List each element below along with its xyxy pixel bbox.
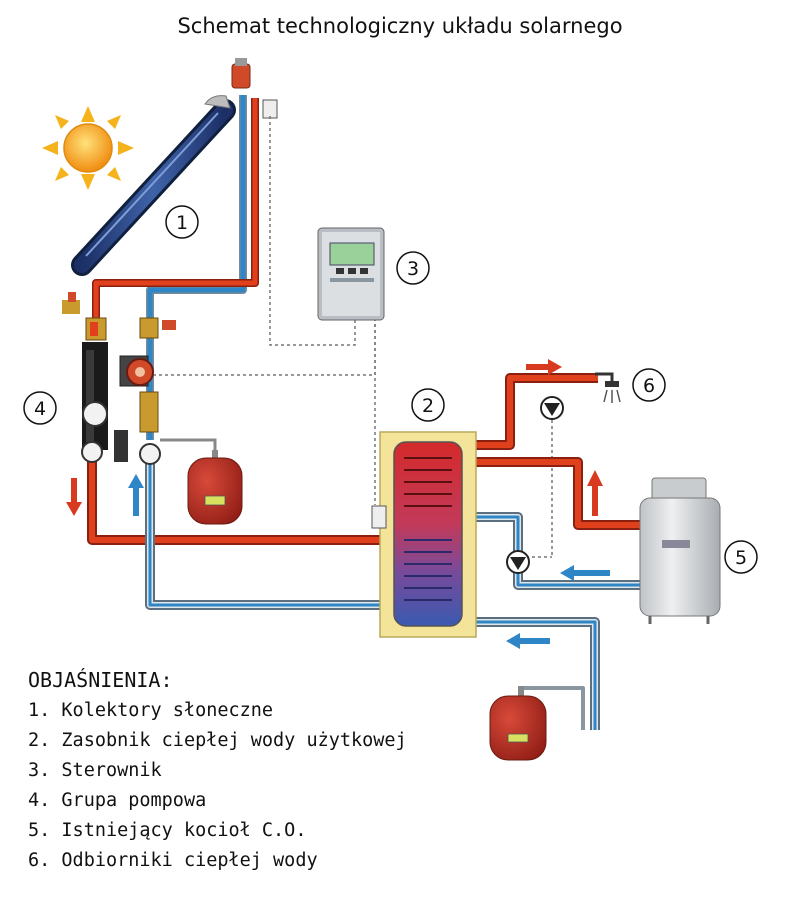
legend-item-label: Kolektory słoneczne [61, 700, 274, 721]
legend-item: 5. Istniejący kocioł C.O. [28, 816, 548, 846]
legend-item-label: Odbiorniki ciepłej wody [61, 850, 318, 871]
legend-item-number: 4. [28, 790, 51, 811]
callout-number: 5 [735, 547, 747, 569]
legend-item-label: Zasobnik ciepłej wody użytkowej [61, 730, 407, 751]
callout-number: 1 [176, 212, 188, 234]
legend-item: 6. Odbiorniki ciepłej wody [28, 846, 548, 876]
expansion-vessel-icon [187, 450, 243, 525]
expansion-vessel-icon [489, 686, 547, 761]
callout-number: 3 [407, 258, 419, 280]
legend-item-label: Istniejący kocioł C.O. [61, 820, 307, 841]
legend-item: 1. Kolektory słoneczne [28, 696, 548, 726]
arrow-up-icon [587, 470, 603, 516]
legend-heading: OBJAŚNIENIA: [28, 668, 173, 692]
arrow-up-icon [128, 474, 144, 516]
legend-item-label: Sterownik [61, 760, 162, 781]
diagram-title: Schemat technologiczny układu solarnego [177, 14, 623, 38]
boiler-icon [639, 477, 721, 624]
legend-item-number: 6. [28, 850, 51, 871]
legend-item: 2. Zasobnik ciepłej wody użytkowej [28, 726, 548, 756]
legend-item-number: 5. [28, 820, 51, 841]
callout-number: 2 [422, 395, 434, 417]
callout-4: 4 [23, 391, 57, 425]
pump-group-icon [62, 292, 217, 465]
legend-item-number: 3. [28, 760, 51, 781]
callout-1: 1 [165, 205, 199, 239]
callout-number: 6 [643, 375, 655, 397]
callout-3: 3 [396, 251, 430, 285]
callout-6: 6 [632, 368, 666, 402]
flow-arrows [66, 359, 610, 649]
callout-2: 2 [411, 388, 445, 422]
solar-collector-icon [71, 58, 278, 276]
arrow-left-icon [506, 633, 550, 649]
arrow-right-icon [526, 359, 562, 375]
legend-item-label: Grupa pompowa [61, 790, 207, 811]
controller-icon [317, 227, 385, 321]
legend-item-number: 2. [28, 730, 51, 751]
shower-icon [595, 372, 621, 403]
sun-icon [42, 106, 134, 190]
callout-5: 5 [724, 540, 758, 574]
legend-item: 4. Grupa pompowa [28, 786, 548, 816]
legend-item: 3. Sterownik [28, 756, 548, 786]
callout-number: 4 [34, 398, 46, 420]
solar-loop-pipes [87, 450, 392, 610]
control-wiring [150, 116, 553, 558]
pump-icon [540, 396, 564, 420]
arrow-left-icon [560, 565, 610, 581]
arrow-down-icon [66, 478, 82, 516]
storage-tank-icon [371, 431, 477, 638]
legend: OBJAŚNIENIA: 1. Kolektory słoneczne 2. Z… [28, 668, 548, 876]
pump-icon [506, 550, 530, 574]
legend-item-number: 1. [28, 700, 51, 721]
